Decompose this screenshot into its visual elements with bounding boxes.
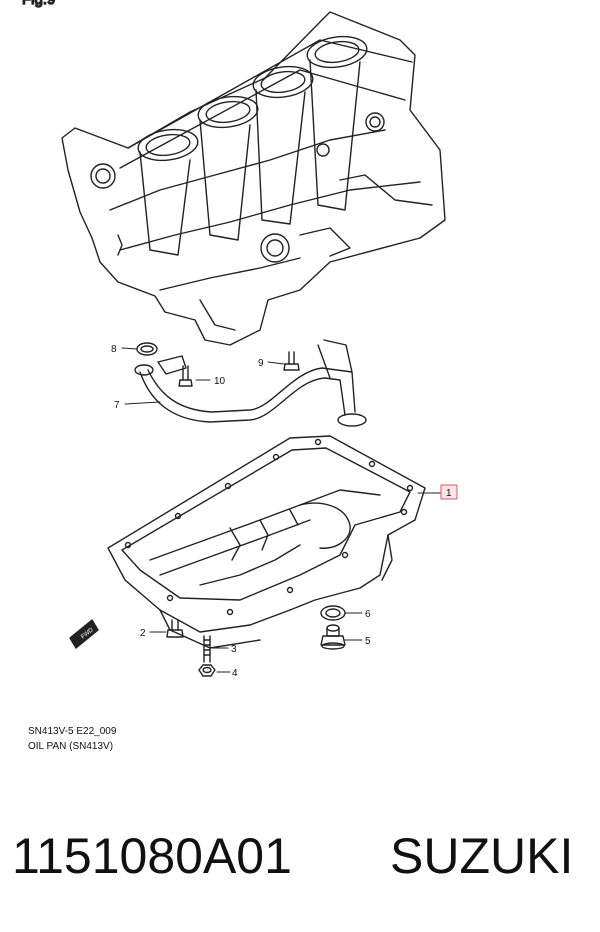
callout-8: 8 — [111, 344, 117, 355]
footer — [0, 775, 600, 932]
engine-block — [61, 11, 446, 346]
part-number: 1151080A01 — [12, 828, 292, 884]
callout-leaders — [121, 347, 442, 673]
caption-title: OIL PAN (SN413V) — [28, 741, 114, 752]
callout-1: 1 — [446, 488, 452, 499]
o-ring-part-8 — [136, 342, 158, 356]
parts-diagram: Fig.9 — [21, 0, 458, 752]
bolt-part-10 — [178, 365, 193, 387]
drain-plug-part-5 — [320, 624, 346, 650]
callout-9: 9 — [258, 358, 264, 369]
callout-10: 10 — [214, 376, 226, 387]
exploded-view-drawing: Fig.9 — [21, 0, 458, 679]
callout-3: 3 — [231, 644, 237, 655]
gasket-part-6 — [320, 605, 346, 621]
stud-part-3 — [203, 635, 211, 663]
oil-strainer-pipe — [134, 339, 367, 427]
brand-name: SUZUKI — [390, 828, 574, 884]
callout-7: 7 — [114, 400, 120, 411]
caption-code: SN413V-5 E22_009 — [28, 726, 117, 737]
highlight-box-part-1 — [440, 484, 458, 500]
bolt-part-2 — [166, 619, 184, 638]
forward-arrow-icon: FWD — [69, 619, 99, 649]
callout-4: 4 — [232, 668, 238, 679]
callout-6: 6 — [365, 609, 371, 620]
callout-5: 5 — [365, 636, 371, 647]
callout-numbers: 1 2 3 4 5 6 7 8 9 10 — [111, 344, 452, 679]
figure-top-label: Fig.9 — [22, 0, 55, 8]
oil-pan-part-1 — [107, 435, 426, 649]
bolt-part-9 — [283, 351, 300, 371]
nut-part-4 — [198, 664, 216, 677]
callout-2: 2 — [140, 628, 146, 639]
